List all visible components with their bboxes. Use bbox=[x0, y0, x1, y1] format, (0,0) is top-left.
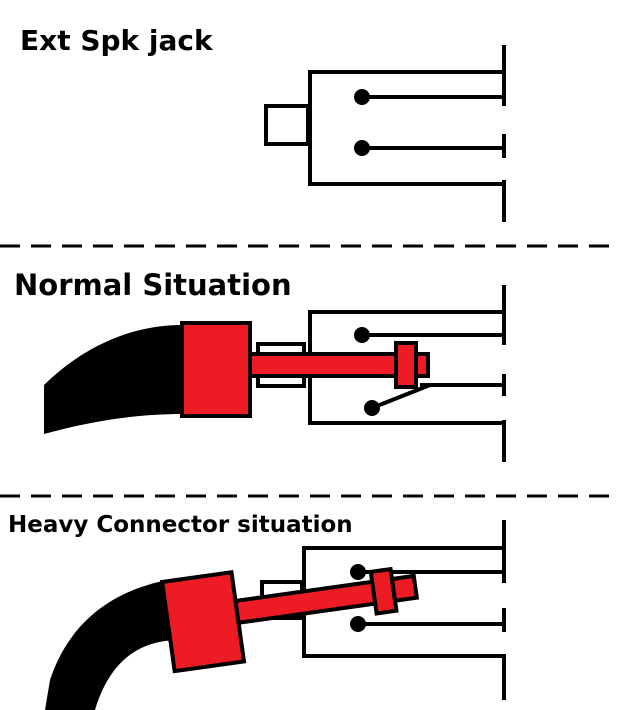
jack-body bbox=[308, 70, 504, 186]
section-title: Heavy Connector situation bbox=[8, 512, 353, 538]
section-ext-spk-jack: Ext Spk jack bbox=[20, 24, 506, 222]
section-title: Normal Situation bbox=[14, 268, 292, 302]
contact-dot bbox=[350, 616, 366, 632]
plug-body bbox=[180, 321, 252, 418]
contact-dot bbox=[354, 327, 370, 343]
contact-dot bbox=[354, 140, 370, 156]
section-normal-situation: Normal Situation bbox=[14, 268, 506, 462]
plug-cable bbox=[44, 325, 182, 434]
contact-dot bbox=[354, 89, 370, 105]
plug-tip-collar bbox=[394, 341, 418, 389]
section-title: Ext Spk jack bbox=[20, 24, 214, 57]
contact-dot bbox=[350, 564, 366, 580]
tilted-plug bbox=[159, 566, 420, 674]
plug-cable bbox=[45, 580, 180, 710]
jack-schematic bbox=[264, 45, 506, 222]
plug-shaft bbox=[248, 352, 402, 378]
jack-bushing bbox=[264, 104, 310, 146]
plug-body bbox=[159, 570, 247, 674]
switch-lever bbox=[371, 383, 431, 410]
section-heavy-connector: Heavy Connector situation bbox=[8, 512, 506, 710]
plug-tip bbox=[389, 573, 420, 604]
contact-dot bbox=[364, 400, 380, 416]
plug-tip bbox=[414, 352, 430, 378]
